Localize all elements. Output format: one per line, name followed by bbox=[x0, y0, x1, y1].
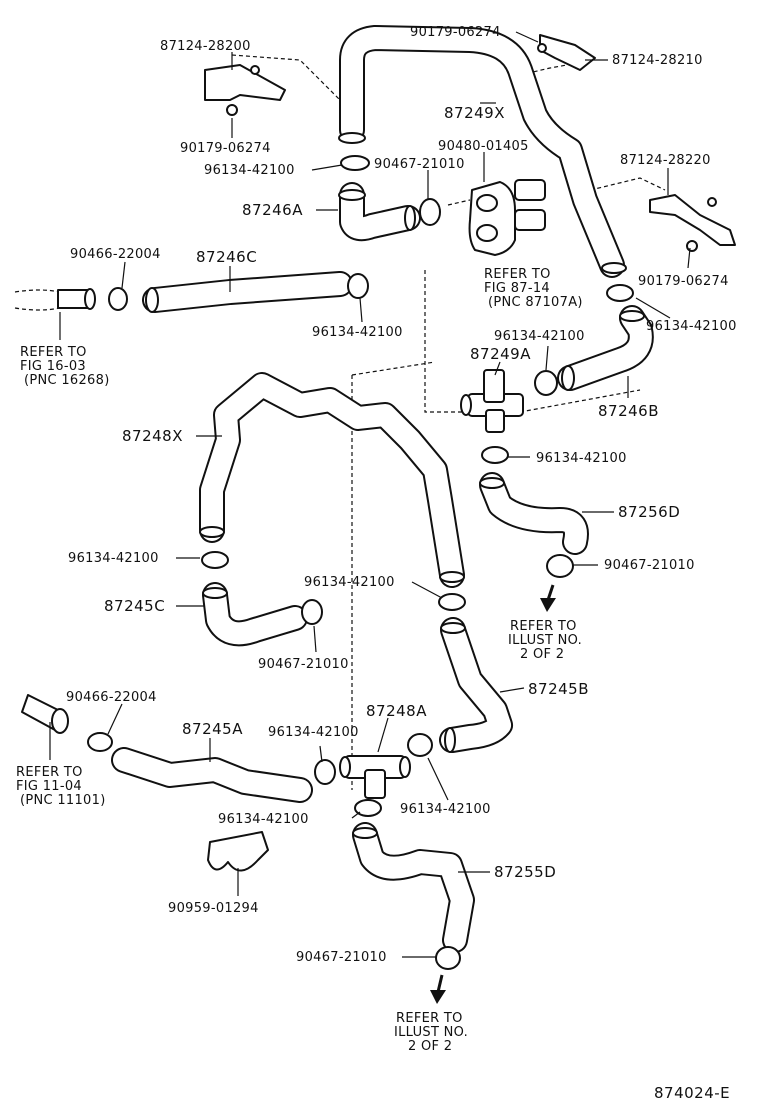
refer-line: (PNC 16268) bbox=[24, 373, 110, 388]
refer-fig87-14: REFER TO FIG 87-14 (PNC 87107A) bbox=[484, 267, 583, 310]
leader-lines bbox=[49, 31, 691, 958]
label-87245c: 87245C bbox=[104, 597, 165, 615]
refer-line: REFER TO bbox=[510, 619, 577, 634]
label-87246a: 87246A bbox=[242, 201, 303, 219]
arrow-down-icon bbox=[430, 974, 446, 1004]
label-96134-42100: 96134-42100 bbox=[268, 725, 359, 740]
label-87249x: 87249X bbox=[444, 104, 505, 122]
label-90466-22004: 90466-22004 bbox=[70, 247, 161, 262]
refer-line: (PNC 87107A) bbox=[488, 295, 583, 310]
refer-line: REFER TO bbox=[396, 1011, 463, 1026]
label-96134-42100: 96134-42100 bbox=[646, 319, 737, 334]
refer-fig16-03: REFER TO FIG 16-03 (PNC 16268) bbox=[20, 345, 110, 388]
bracket-87124-28210[interactable] bbox=[537, 34, 596, 71]
refer-illust-b: REFER TO ILLUST NO. 2 OF 2 bbox=[394, 1011, 468, 1054]
label-87124-28210: 87124-28210 bbox=[612, 53, 703, 68]
label-87124-28200: 87124-28200 bbox=[160, 39, 251, 54]
arrow-down-icon bbox=[540, 584, 556, 612]
pipe-fig16-03 bbox=[14, 288, 96, 311]
label-96134-42100: 96134-42100 bbox=[312, 325, 403, 340]
label-90467-21010: 90467-21010 bbox=[296, 950, 387, 965]
label-90467-21010: 90467-21010 bbox=[258, 657, 349, 672]
hose-87246b[interactable] bbox=[557, 305, 654, 391]
refer-line: ILLUST NO. bbox=[508, 633, 582, 648]
label-90466-22004: 90466-22004 bbox=[66, 690, 157, 705]
label-87256d: 87256D bbox=[618, 503, 680, 521]
figure-code: 874024-E bbox=[654, 1084, 730, 1102]
label-87246c: 87246C bbox=[196, 248, 257, 266]
label-96134-42100: 96134-42100 bbox=[494, 329, 585, 344]
refer-line: 2 OF 2 bbox=[520, 647, 564, 662]
label-87248x: 87248X bbox=[122, 427, 183, 445]
label-96134-42100: 96134-42100 bbox=[400, 802, 491, 817]
refer-line: REFER TO bbox=[484, 267, 551, 282]
refer-line: ILLUST NO. bbox=[394, 1025, 468, 1040]
pipe-fig11-04 bbox=[21, 694, 69, 734]
label-87246b: 87246B bbox=[598, 402, 659, 420]
bracket-87124-28220[interactable] bbox=[649, 194, 736, 252]
hose-87256d[interactable] bbox=[479, 472, 589, 555]
tee-87249a[interactable] bbox=[460, 369, 524, 433]
refer-line: 2 OF 2 bbox=[408, 1039, 452, 1054]
label-96134-42100: 96134-42100 bbox=[536, 451, 627, 466]
refer-line: REFER TO bbox=[16, 765, 83, 780]
tee-87248a[interactable] bbox=[339, 755, 411, 799]
part-labels: 87124-28200 90179-06274 90179-06274 8712… bbox=[66, 25, 737, 1102]
hose-87245c[interactable] bbox=[202, 582, 308, 647]
label-96134-42100: 96134-42100 bbox=[218, 812, 309, 827]
label-96134-42100: 96134-42100 bbox=[204, 163, 295, 178]
label-90480-01405: 90480-01405 bbox=[438, 139, 529, 154]
label-87245a: 87245A bbox=[182, 720, 243, 738]
hose-87246a[interactable] bbox=[338, 182, 421, 242]
label-90959-01294: 90959-01294 bbox=[168, 901, 259, 916]
label-87249a: 87249A bbox=[470, 345, 531, 363]
refer-line: REFER TO bbox=[20, 345, 87, 360]
refer-illust-a: REFER TO ILLUST NO. 2 OF 2 bbox=[508, 619, 582, 662]
label-87255d: 87255D bbox=[494, 863, 556, 881]
hose-87245a[interactable] bbox=[111, 747, 313, 803]
hose-87249x[interactable] bbox=[338, 25, 627, 278]
hose-87248x[interactable] bbox=[199, 372, 465, 588]
label-96134-42100: 96134-42100 bbox=[304, 575, 395, 590]
label-96134-42100: 96134-42100 bbox=[68, 551, 159, 566]
label-90179-06274: 90179-06274 bbox=[180, 141, 271, 156]
refer-fig11-04: REFER TO FIG 11-04 (PNC 11101) bbox=[16, 765, 106, 808]
refer-line: FIG 87-14 bbox=[484, 281, 550, 296]
refer-line: (PNC 11101) bbox=[20, 793, 106, 808]
label-90179-06274: 90179-06274 bbox=[638, 274, 729, 289]
label-87245b: 87245B bbox=[528, 680, 589, 698]
label-90179-06274: 90179-06274 bbox=[410, 25, 501, 40]
clamps[interactable] bbox=[87, 155, 634, 970]
label-87248a: 87248A bbox=[366, 702, 427, 720]
hose-87255d[interactable] bbox=[352, 822, 475, 953]
hose-87246c[interactable] bbox=[142, 271, 353, 313]
bracket-87124-28200[interactable] bbox=[204, 64, 286, 116]
label-90467-21010: 90467-21010 bbox=[374, 157, 465, 172]
hose-87245b[interactable] bbox=[439, 617, 513, 753]
label-87124-28220: 87124-28220 bbox=[620, 153, 711, 168]
grommet-90480-01405[interactable] bbox=[468, 179, 546, 256]
refer-line: FIG 16-03 bbox=[20, 359, 86, 374]
label-90467-21010: 90467-21010 bbox=[604, 558, 695, 573]
refer-line: FIG 11-04 bbox=[16, 779, 82, 794]
cushion-90959-01294[interactable] bbox=[207, 831, 269, 872]
